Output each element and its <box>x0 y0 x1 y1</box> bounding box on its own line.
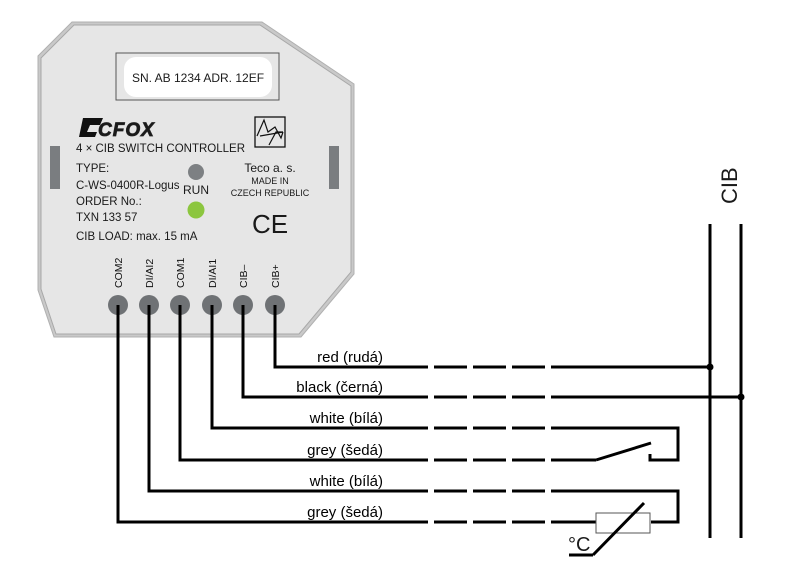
cib-bus-label: CIB <box>717 167 742 204</box>
brand-logo: CFOX <box>79 118 155 141</box>
sensor-label: °C <box>568 534 590 556</box>
wire-labels: red (rudá) black (černá) white (bílá) gr… <box>296 349 383 521</box>
label-sticker-text: SN. AB 1234 ADR. 12EF <box>132 71 264 85</box>
junction-red <box>706 363 714 371</box>
label-sticker <box>124 57 272 97</box>
status-led-off <box>188 164 204 180</box>
order-label: ORDER No.: <box>76 196 142 208</box>
order-value: TXN 133 57 <box>76 212 137 224</box>
side-bar-right <box>329 146 339 189</box>
made-in-line-1: MADE IN <box>251 176 289 186</box>
side-bar-left <box>50 146 60 189</box>
wire-white-1 <box>210 305 395 430</box>
type-value: C-WS-0400R-Logus <box>76 180 180 192</box>
cib-bus <box>706 224 745 538</box>
wire-label-white-1: white (bílá) <box>309 410 383 427</box>
terminal-label-com2: COM2 <box>113 258 125 288</box>
terminal-label-cib-plus: CIB+ <box>270 264 282 288</box>
wire-white-2-end <box>565 489 680 524</box>
made-in-line-2: CZECH REPUBLIC <box>231 188 310 198</box>
teco-logo-icon <box>254 116 286 148</box>
terminal-label-diai2: DI/AI2 <box>144 259 156 288</box>
terminal-label-cib-minus: CIB– <box>238 264 250 288</box>
wire-grey-1 <box>178 305 395 462</box>
product-line: 4 × CIB SWITCH CONTROLLER <box>76 143 245 155</box>
junction-black <box>737 393 745 401</box>
wire-label-grey-1: grey (šedá) <box>307 442 383 459</box>
run-led <box>187 201 205 219</box>
manufacturer: Teco a. s. <box>244 161 295 175</box>
wires <box>116 305 741 524</box>
brand-logo-text: CFOX <box>98 120 155 141</box>
run-led-label: RUN <box>183 183 209 197</box>
wire-white-1-end <box>565 426 680 462</box>
wire-white-2 <box>147 305 395 493</box>
wire-label-red: red (rudá) <box>317 349 383 366</box>
device-module: SN. AB 1234 ADR. 12EF CFOX 4 × CIB SWITC… <box>37 21 355 338</box>
ce-mark-icon: CE <box>252 209 288 239</box>
type-label: TYPE: <box>76 163 109 175</box>
terminal-labels: COM2 DI/AI2 COM1 DI/AI1 CIB– CIB+ <box>113 258 282 288</box>
wire-black <box>241 305 395 399</box>
thermistor-icon <box>569 501 651 557</box>
wire-label-white-2: white (bílá) <box>309 473 383 490</box>
wire-label-black: black (černá) <box>296 379 383 396</box>
brand-logo-c-icon <box>79 118 103 137</box>
switch-icon <box>595 441 652 462</box>
terminal-label-diai1: DI/AI1 <box>207 259 219 288</box>
terminal-label-com1: COM1 <box>175 258 187 288</box>
wire-label-grey-2: grey (šedá) <box>307 504 383 521</box>
wire-red <box>273 305 395 369</box>
cib-load: CIB LOAD: max. 15 mA <box>76 231 198 243</box>
wire-grey-2 <box>116 305 395 524</box>
